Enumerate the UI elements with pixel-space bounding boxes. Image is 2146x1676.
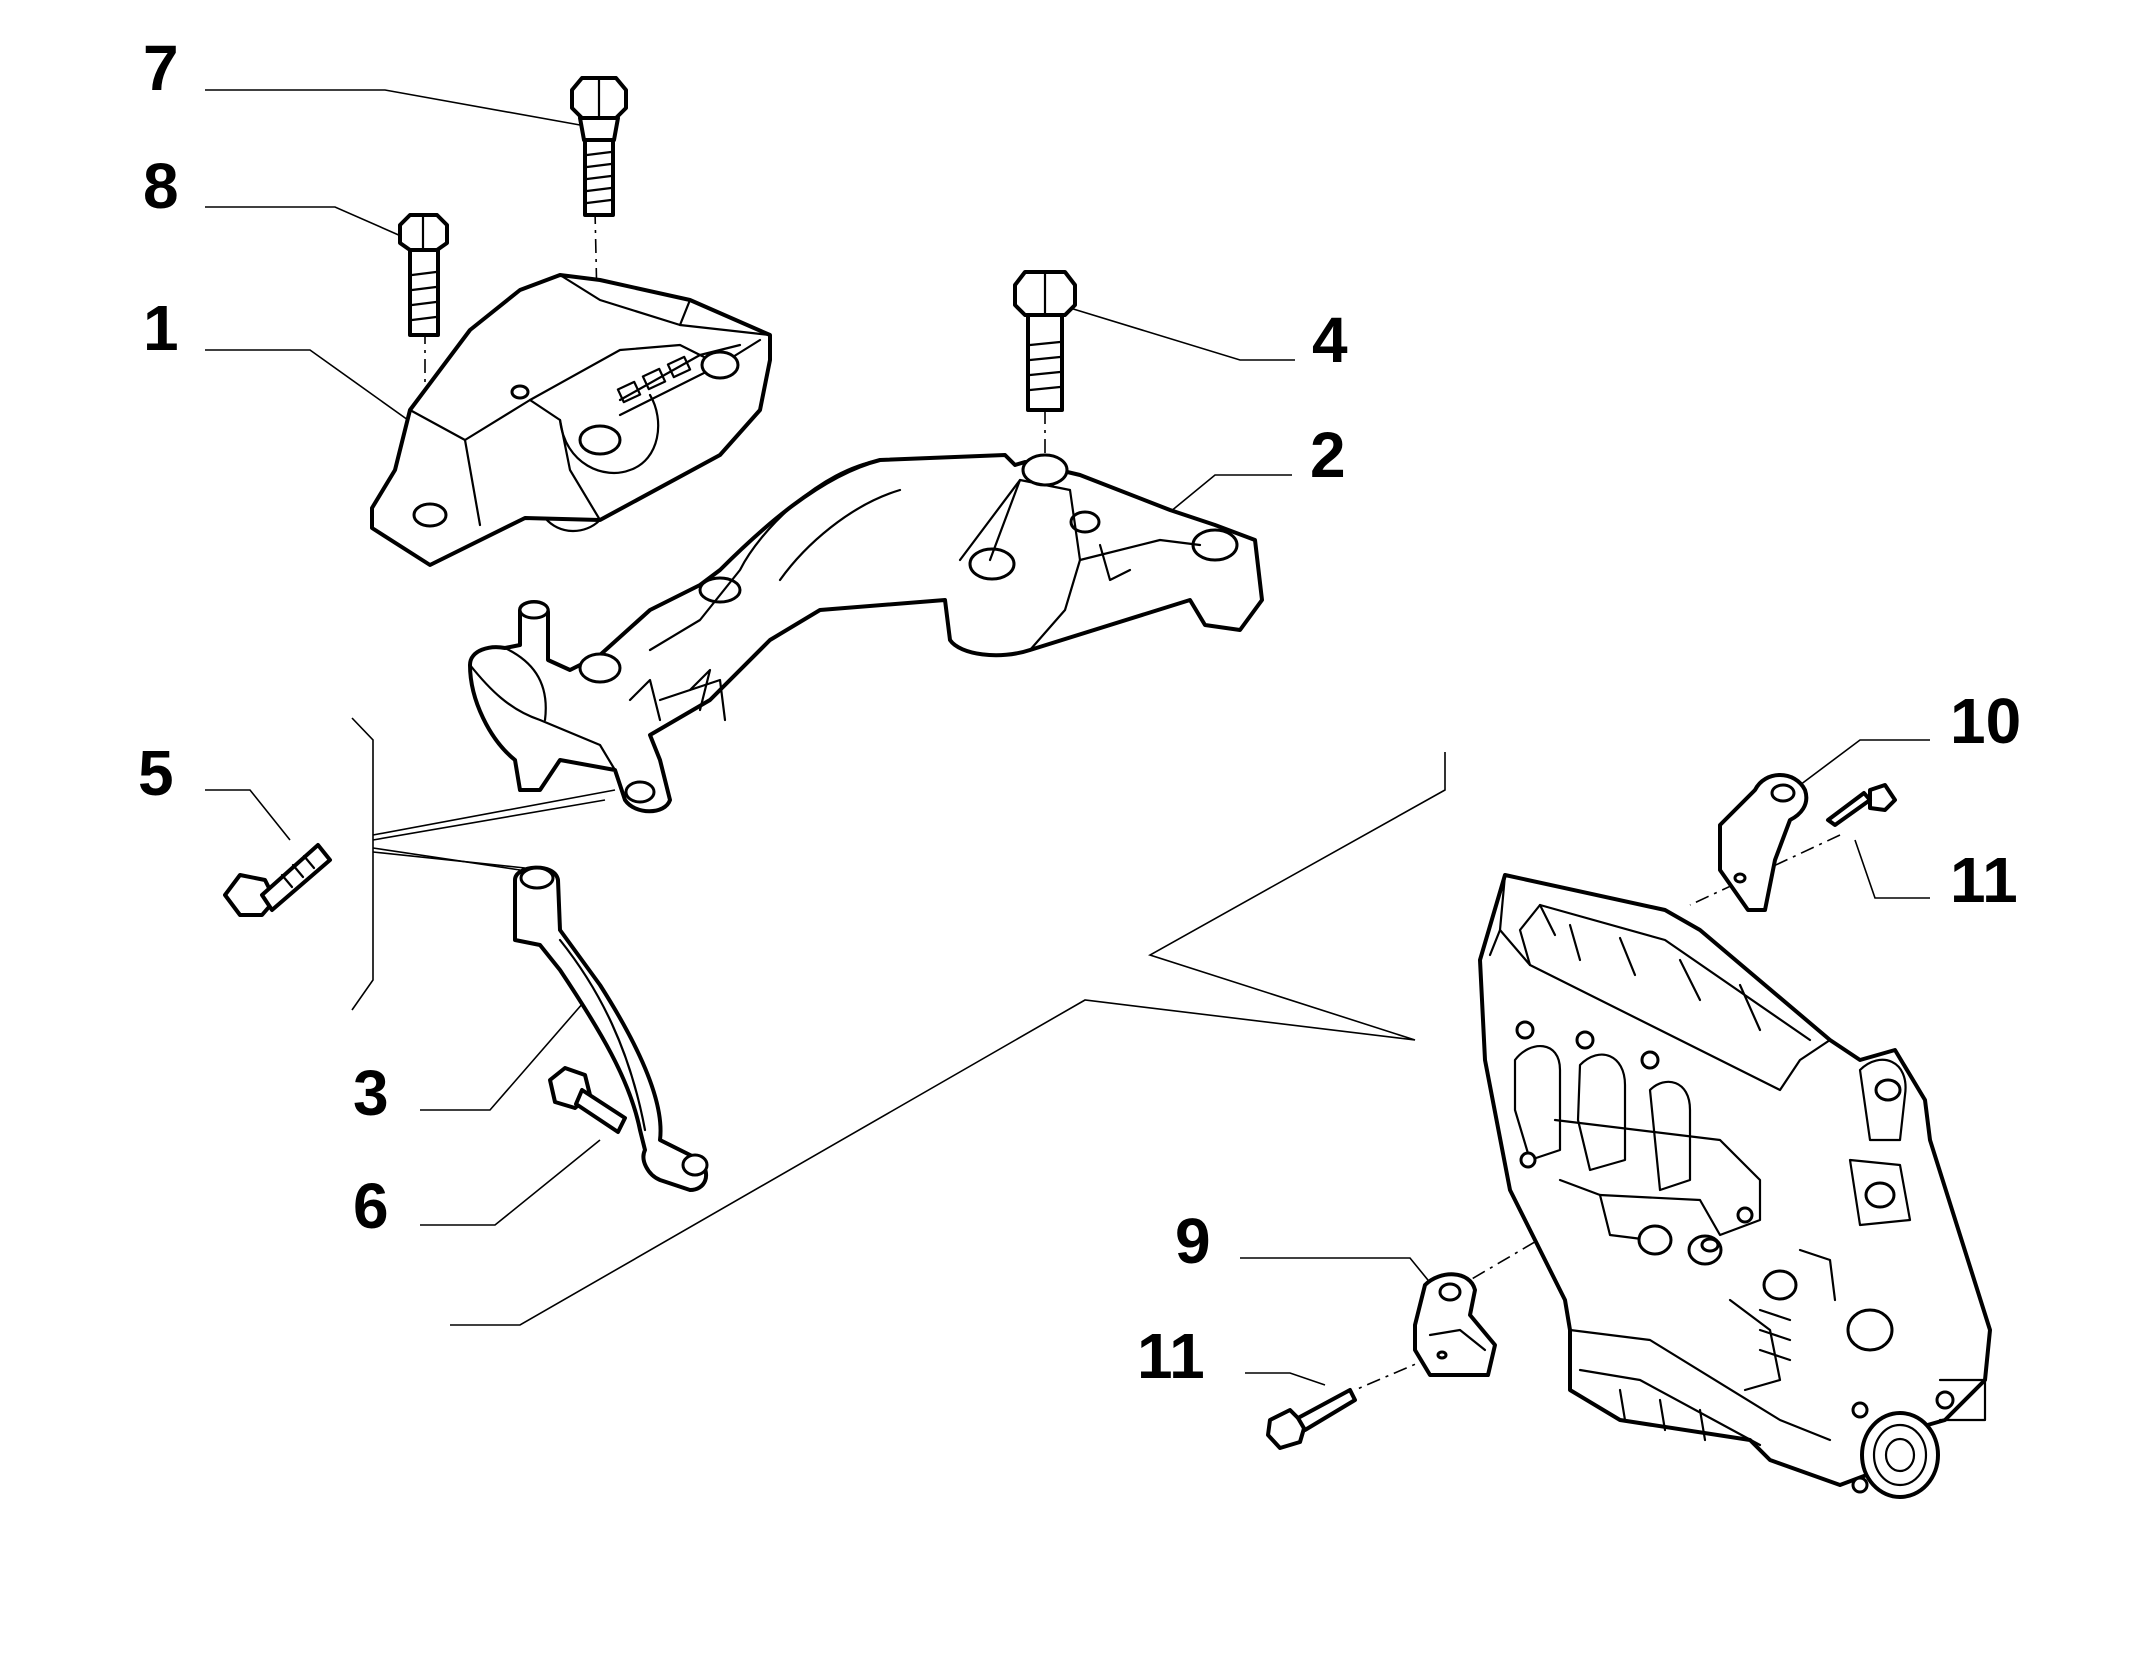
bolt-4-hex-bolt-icon [1013, 270, 1077, 412]
leader-2 [1169, 474, 1292, 513]
leader-3 [420, 994, 591, 1111]
bolt-6-hex-bolt-icon [548, 1066, 627, 1134]
leader-10 [1799, 739, 1930, 786]
pointer-5-a [372, 789, 616, 836]
bracket-10-lifting-eye-icon [1718, 773, 1809, 912]
assembly-pointer [450, 752, 1446, 1326]
engine-engine-block-icon [1478, 873, 1992, 1499]
leader-11-upper [1854, 839, 1930, 899]
callout-9: 9 [1175, 1205, 1211, 1277]
callout-4: 4 [1312, 304, 1348, 376]
bolt-5-hex-bolt-icon [223, 843, 332, 917]
leader-11-lower [1245, 1372, 1326, 1386]
callout-10: 10 [1950, 685, 2021, 757]
callout-8: 8 [143, 150, 179, 222]
leader-4 [1069, 307, 1295, 361]
callout-7: 7 [143, 32, 179, 104]
callout-3: 3 [353, 1057, 389, 1129]
screw-11-upper-flange-screw-icon [1826, 783, 1897, 827]
leader-9 [1240, 1257, 1433, 1286]
callout-5: 5 [138, 737, 174, 809]
bolt-7-hex-bolt-icon [570, 76, 628, 217]
link-3-torque-link-icon [513, 865, 709, 1192]
bracket-2-support-bracket-icon [468, 453, 1264, 814]
leader-5 [205, 789, 291, 841]
bolt-8-hex-bolt-icon [398, 213, 449, 337]
leader-1 [205, 349, 409, 421]
callout-11-upper: 11 [1950, 844, 2018, 916]
callout-11-lower: 11 [1137, 1320, 1205, 1392]
leader-8 [205, 206, 411, 241]
bracket-5 [351, 717, 374, 1011]
callout-2: 2 [1310, 419, 1346, 491]
callout-1: 1 [143, 292, 179, 364]
leader-7 [205, 89, 581, 126]
callout-6: 6 [353, 1170, 389, 1242]
mount-1-engine-mount-icon [370, 273, 772, 567]
leader-6 [420, 1139, 601, 1226]
pointer-5-d [372, 851, 526, 869]
leader-lines [205, 89, 1930, 1386]
screw-11-lower-flange-screw-icon [1266, 1388, 1357, 1450]
pointer-5-b [372, 799, 606, 841]
bracket-9-lifting-eye-icon [1413, 1272, 1497, 1377]
